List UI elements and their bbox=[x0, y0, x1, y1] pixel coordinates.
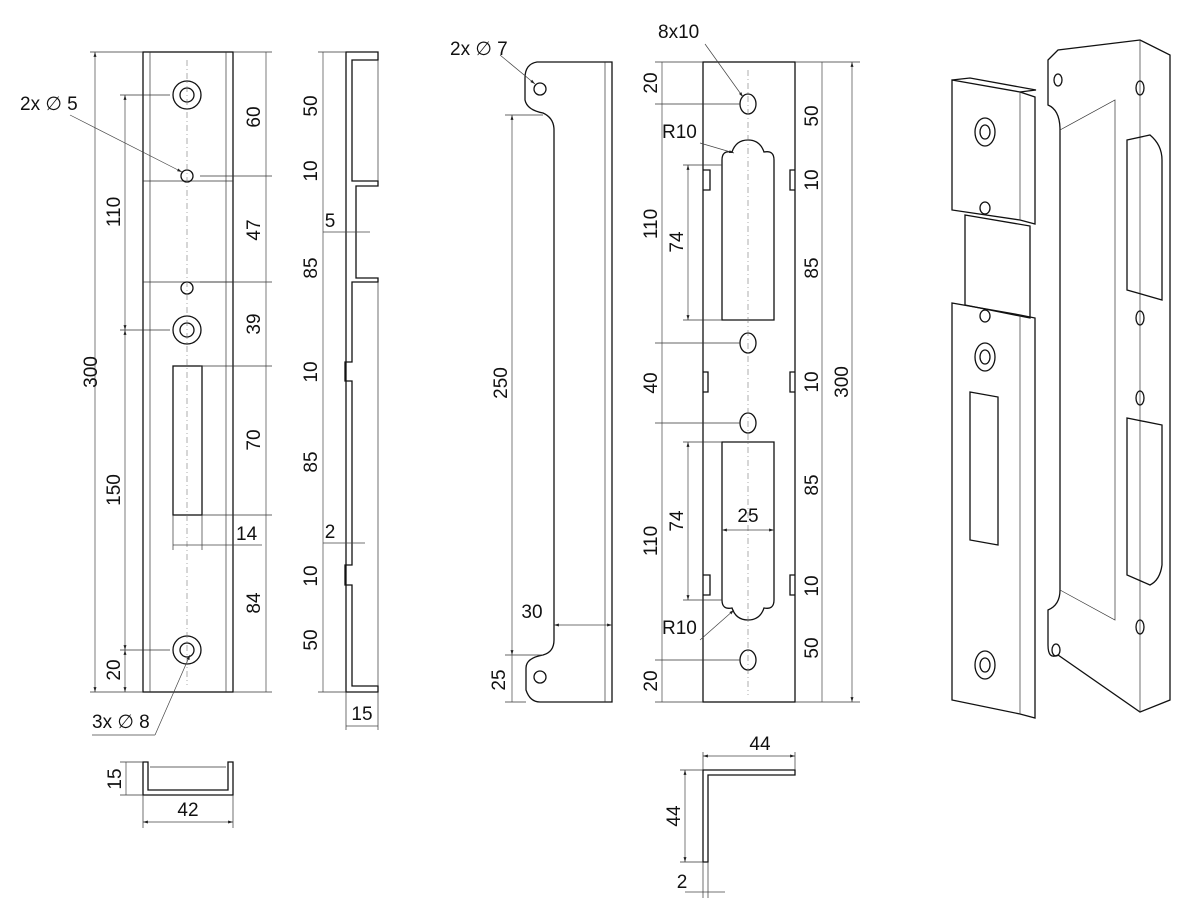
dim-10: 10 bbox=[301, 361, 322, 382]
dim-110: 110 bbox=[641, 526, 662, 556]
dim-60: 60 bbox=[244, 106, 265, 127]
dim-85: 85 bbox=[301, 257, 322, 278]
note-2x-d7: 2x ∅ 7 bbox=[450, 39, 508, 60]
radius-r10-top: R10 bbox=[662, 122, 697, 143]
dim-2: 2 bbox=[677, 872, 688, 893]
dim-25: 25 bbox=[737, 506, 758, 527]
dim-300: 300 bbox=[81, 356, 102, 388]
dim-40: 40 bbox=[641, 372, 662, 393]
latch-slot bbox=[172, 365, 203, 516]
dim-10: 10 bbox=[802, 575, 823, 596]
dim-39: 39 bbox=[244, 313, 265, 334]
part4-angle-profile: 44 44 2 bbox=[664, 734, 796, 898]
dim-74: 74 bbox=[667, 510, 688, 532]
dim-44-width: 44 bbox=[749, 734, 771, 755]
dim-85: 85 bbox=[802, 257, 823, 278]
dim-15-thickness: 15 bbox=[351, 704, 372, 725]
dim-15: 15 bbox=[105, 768, 126, 789]
dim-42: 42 bbox=[177, 800, 198, 821]
dim-47: 47 bbox=[244, 219, 265, 240]
dim-25: 25 bbox=[489, 669, 510, 690]
note-2x-d5: 2x ∅ 5 bbox=[20, 94, 78, 115]
dim-2: 2 bbox=[325, 522, 336, 543]
dim-85: 85 bbox=[301, 451, 322, 472]
dim-10: 10 bbox=[802, 371, 823, 392]
dim-10: 10 bbox=[301, 565, 322, 586]
part1-end-view: 15 42 bbox=[105, 761, 234, 828]
dim-150: 150 bbox=[104, 474, 125, 506]
dim-70: 70 bbox=[244, 429, 265, 450]
dim-50: 50 bbox=[802, 637, 823, 658]
hole bbox=[533, 82, 547, 96]
dim-300: 300 bbox=[832, 366, 853, 398]
hole bbox=[533, 670, 547, 684]
dim-20: 20 bbox=[104, 659, 125, 680]
dim-50: 50 bbox=[301, 629, 322, 650]
dim-20: 20 bbox=[641, 72, 662, 93]
dim-50: 50 bbox=[802, 105, 823, 126]
dim-74: 74 bbox=[667, 231, 688, 253]
dim-250: 250 bbox=[491, 367, 512, 399]
isometric-strike-plate bbox=[951, 77, 1037, 719]
part3-side-view: 2x ∅ 7 250 25 30 bbox=[450, 39, 613, 703]
dim-50: 50 bbox=[301, 95, 322, 116]
dim-85: 85 bbox=[802, 474, 823, 495]
dim-110: 110 bbox=[104, 197, 125, 227]
dim-10: 10 bbox=[301, 160, 322, 181]
radius-r10-bottom: R10 bbox=[662, 618, 697, 639]
dim-30: 30 bbox=[521, 602, 542, 623]
part1-front-view: 300 110 150 20 60 47 39 70 84 14 2x ∅ 5 … bbox=[20, 51, 272, 736]
note-8x10: 8x10 bbox=[658, 22, 699, 43]
dim-5: 5 bbox=[325, 211, 336, 232]
isometric-keeper bbox=[1047, 39, 1171, 713]
dim-84: 84 bbox=[244, 592, 265, 614]
dim-10: 10 bbox=[802, 169, 823, 190]
dim-110: 110 bbox=[641, 209, 662, 239]
dim-44-height: 44 bbox=[664, 805, 685, 827]
part2-side-view: 50 10 5 85 10 85 2 10 50 15 bbox=[301, 51, 379, 730]
part4-front-view: 20 110 74 40 110 74 20 25 8x10 R10 R10 5… bbox=[641, 22, 860, 703]
dim-20: 20 bbox=[641, 670, 662, 691]
note-3x-d8: 3x ∅ 8 bbox=[92, 712, 150, 733]
dim-14: 14 bbox=[236, 524, 258, 545]
